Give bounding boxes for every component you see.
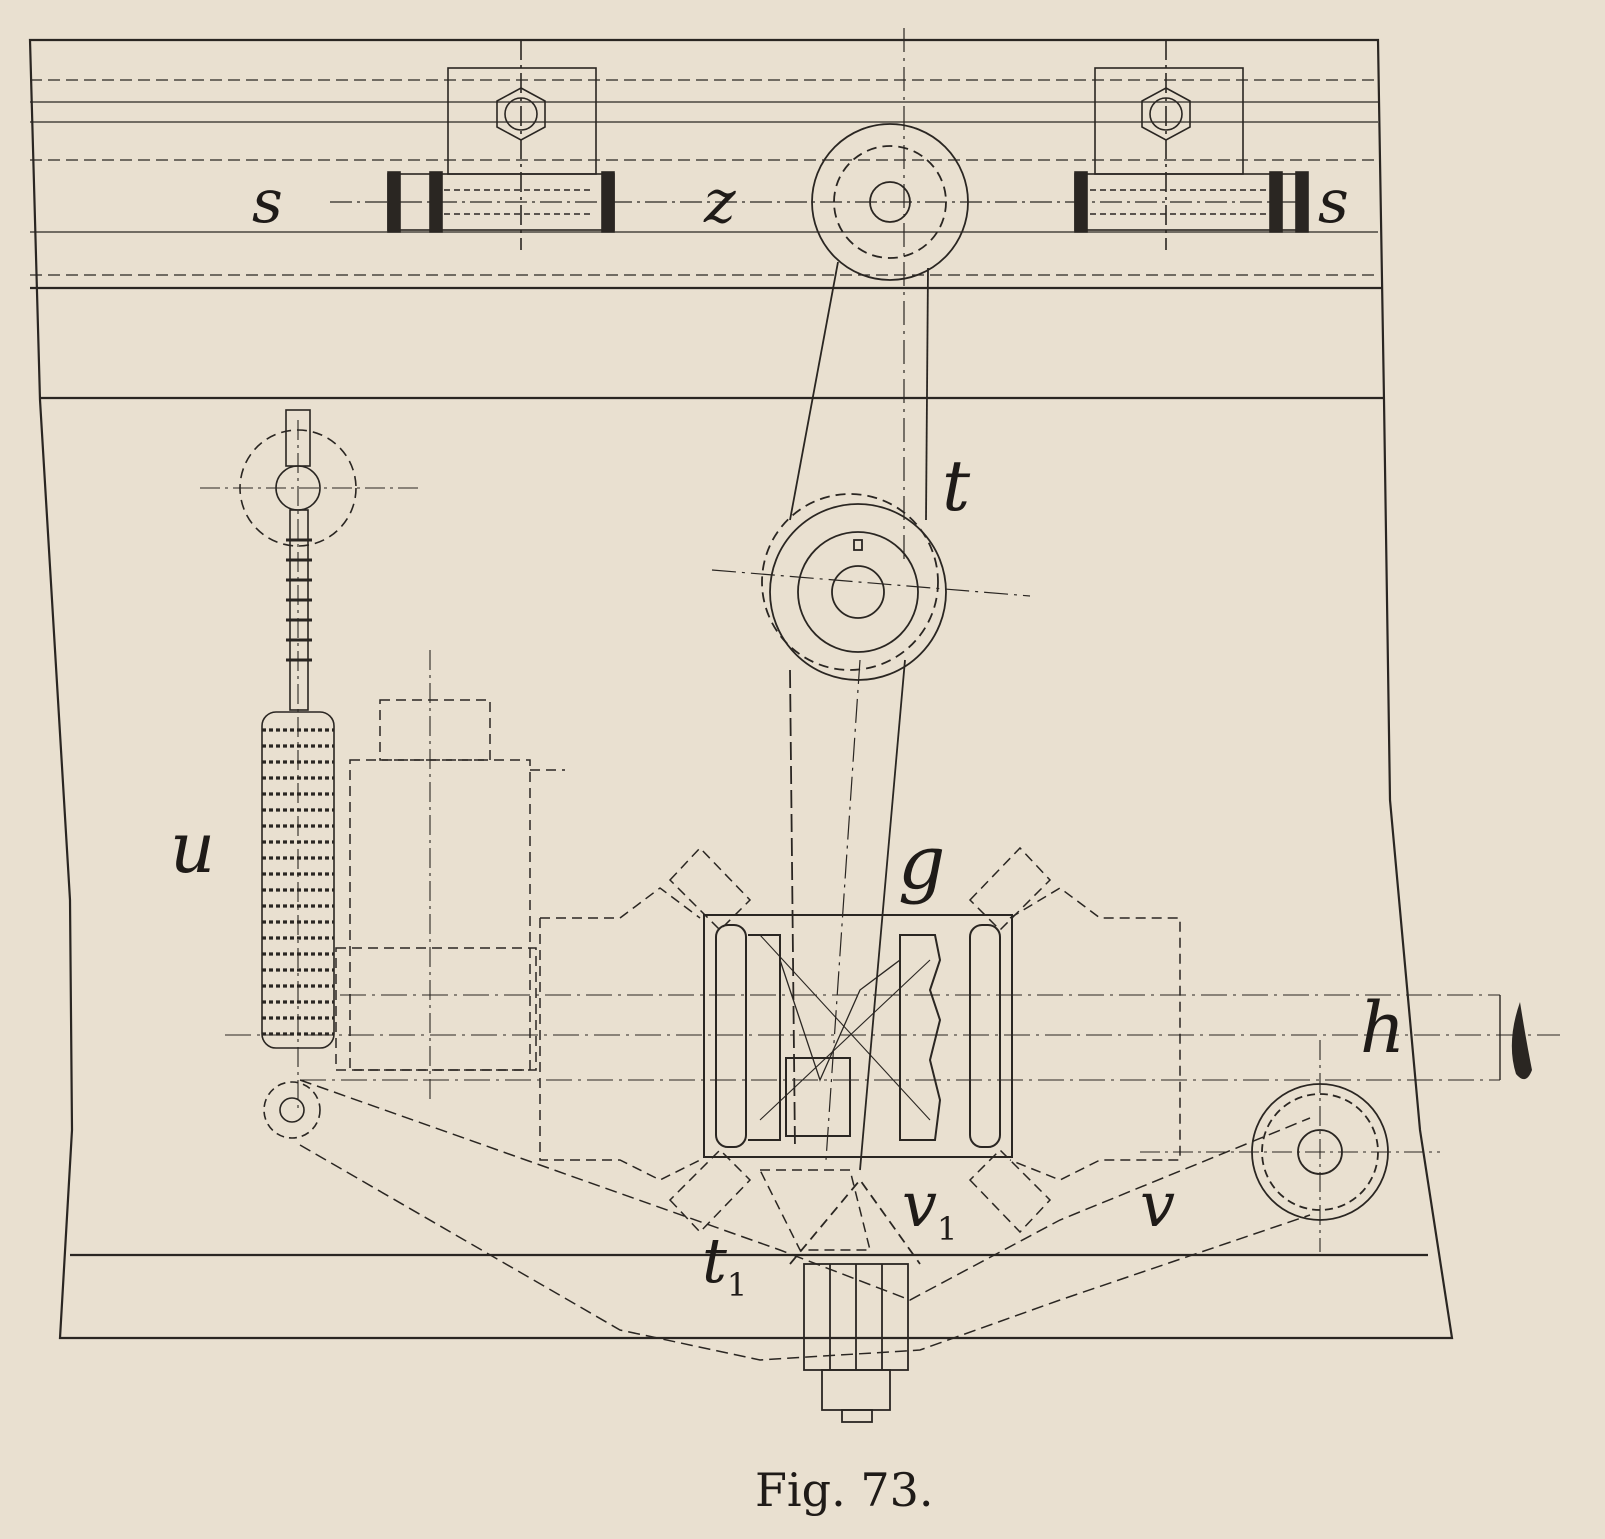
- left-clamp: [387, 40, 615, 250]
- adjust-bolt: [335, 650, 565, 1100]
- label-g: g: [898, 820, 945, 906]
- label-t1-sub: 1: [727, 1266, 747, 1304]
- label-u: u: [170, 807, 215, 889]
- slide-block-g: [703, 914, 1013, 1158]
- right-clamp: [1074, 40, 1309, 250]
- center-lines: [225, 994, 1560, 1081]
- frame-outline: [28, 38, 1454, 1340]
- label-v1-base: v: [902, 1168, 937, 1241]
- label-v1-sub: 1: [937, 1210, 957, 1248]
- rail-lines: [30, 79, 1378, 276]
- label-s-left: s: [252, 167, 283, 237]
- label-h: h: [1360, 987, 1405, 1069]
- spring-u: [200, 409, 420, 1139]
- label-z: z: [703, 167, 736, 237]
- label-t1-base: t: [702, 1224, 727, 1297]
- lever-t: [711, 261, 1031, 1171]
- figure-caption: Fig. 73.: [755, 1463, 933, 1517]
- roller-z: [811, 28, 969, 560]
- guide-cam: [539, 846, 1181, 1251]
- pivot-h: [1140, 1040, 1440, 1252]
- lever-v: [299, 1079, 1311, 1361]
- label-t: t: [942, 445, 971, 527]
- label-v: v: [1140, 1168, 1175, 1241]
- label-t1: t1: [702, 1224, 747, 1304]
- label-s-right: s: [1318, 167, 1349, 237]
- label-v1: v1: [902, 1168, 957, 1248]
- bottom-bolt: [789, 1178, 921, 1423]
